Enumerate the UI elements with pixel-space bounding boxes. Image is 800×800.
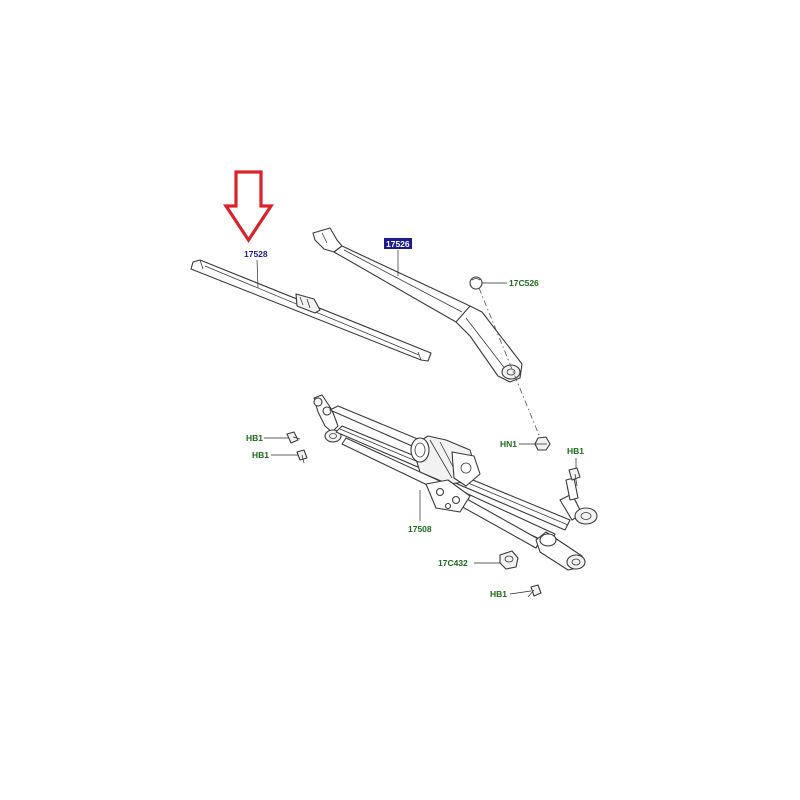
callout-blade: 17528 — [244, 249, 268, 259]
nut-hn1[interactable] — [534, 436, 551, 451]
callout-arm-highlight: 17526 — [384, 238, 412, 249]
callout-nut-hn1: HN1 — [500, 439, 517, 449]
wiper-arm[interactable] — [312, 227, 523, 383]
callout-arm: 17526 — [386, 239, 410, 249]
down-arrow-icon — [223, 170, 274, 243]
bolt-hb1-right[interactable] — [568, 467, 581, 487]
bolt-hb1-upper-left[interactable] — [286, 431, 301, 444]
leader-lines — [256, 250, 577, 595]
callout-linkage: 17508 — [408, 524, 432, 534]
wiper-blade[interactable] — [190, 259, 432, 362]
wiper-linkage-assembly[interactable] — [313, 394, 598, 571]
alignment-line — [478, 287, 542, 441]
callout-bolt-upper-left: HB1 — [246, 433, 263, 443]
bolt-hb1-bottom[interactable] — [527, 584, 542, 598]
callout-bolt-right: HB1 — [567, 446, 584, 456]
grommet-17c432[interactable] — [499, 550, 519, 570]
callout-cap: 17C526 — [509, 278, 539, 288]
callout-bolt-lower-left: HB1 — [252, 450, 269, 460]
bolt-hb1-lower-left[interactable] — [296, 449, 308, 464]
callout-bolt-bottom: HB1 — [490, 589, 507, 599]
callout-grommet: 17C432 — [438, 558, 468, 568]
pivot-cap[interactable] — [469, 276, 483, 290]
